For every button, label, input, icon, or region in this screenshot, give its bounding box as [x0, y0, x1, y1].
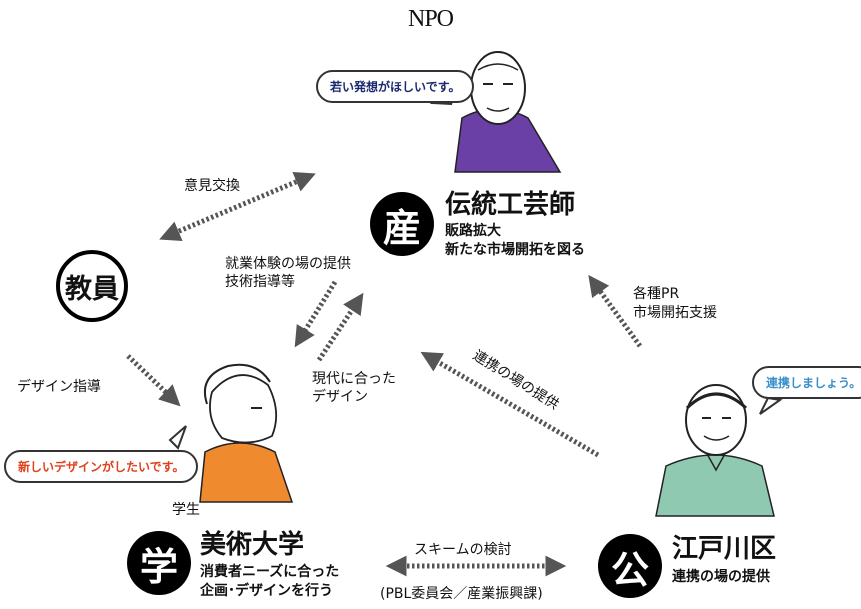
- arrow-renkei-provision: [420, 351, 600, 458]
- ko-desc-1: 連携の場の提供: [672, 569, 770, 585]
- ko-badge: 公: [598, 534, 662, 598]
- edge-label-shugyo-1: 就業体験の場の提供: [225, 256, 351, 272]
- gaku-bubble-tail: [168, 425, 187, 450]
- sangyo-speech-bubble: 若い発想がほしいです。: [316, 70, 475, 103]
- arrow-shugyo-provision: [294, 280, 338, 348]
- edge-label-gendai-1: 現代に合った: [312, 371, 396, 387]
- gaku-title: 美術大学: [200, 530, 305, 560]
- edge-label-pr-1: 各種PR: [633, 286, 680, 302]
- sangyo-title: 伝統工芸師: [445, 190, 576, 220]
- official-illustration: [655, 384, 775, 517]
- arrow-modern-design: [316, 292, 364, 362]
- ko-title: 江戸川区: [672, 534, 777, 564]
- diagram-title: NPO: [407, 6, 454, 32]
- gaku-badge: 学: [127, 531, 191, 595]
- arrow-design-guidance: [126, 354, 181, 407]
- edge-label-pr-2: 市場開拓支援: [633, 305, 717, 321]
- edge-label-iken: 意見交換: [184, 178, 240, 194]
- student-illustration: [199, 363, 294, 503]
- sangyo-desc-1: 販路拡大: [445, 223, 501, 239]
- edge-label-gendai-2: デザイン: [312, 389, 368, 405]
- artisan-illustration: [454, 51, 562, 173]
- edge-label-pbl: (PBL委員会／産業振興課): [380, 586, 543, 602]
- gaku-desc-2: 企画･デザインを行う: [200, 583, 333, 599]
- gaku-speech-bubble: 新しいデザインがしたいです。: [4, 450, 199, 483]
- edge-label-design-shido: デザイン指導: [17, 379, 101, 395]
- gaku-desc-1: 消費者ニーズに合った: [200, 564, 340, 580]
- arrow-iken-exchange: [159, 172, 316, 241]
- ko-speech-bubble: 連携しましょう。: [752, 366, 861, 399]
- sangyo-desc-2: 新たな市場開拓を図る: [445, 242, 585, 258]
- kyoin-badge: 教員: [56, 250, 128, 322]
- edge-label-shugyo-2: 技術指導等: [225, 274, 295, 290]
- ko-bubble-tail: [759, 396, 783, 415]
- edge-label-scheme: スキームの検討: [414, 542, 512, 558]
- gaku-role-label: 学生: [172, 502, 200, 518]
- arrow-pr-support: [588, 274, 643, 348]
- sangyo-badge: 産: [370, 192, 434, 256]
